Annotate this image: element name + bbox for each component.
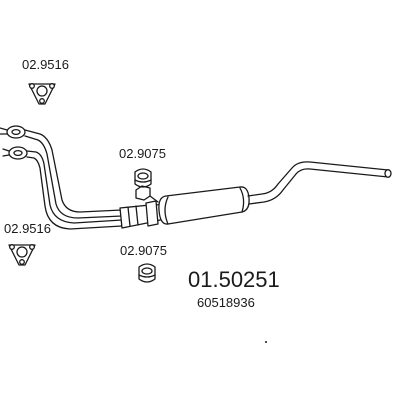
triangular-flange-gasket-icon	[28, 83, 56, 105]
part-number: 01.50251	[188, 267, 280, 292]
pipe-clamp-icon	[138, 263, 156, 283]
clamp-top-label: 02.9075	[119, 146, 166, 161]
inlet-flange-lower	[2, 146, 28, 160]
pipe-clamp-icon	[134, 168, 152, 188]
dot-mark	[265, 341, 267, 343]
clamp-bottom-label: 02.9075	[120, 243, 167, 258]
triangular-flange-gasket-icon	[8, 244, 36, 266]
gasket-bottom-label: 02.9516	[4, 221, 51, 236]
exhaust-pipe-assembly-icon	[0, 125, 392, 230]
inlet-flange-upper	[0, 125, 26, 139]
oe-number: 60518936	[197, 295, 255, 310]
gasket-top-label: 02.9516	[22, 57, 69, 72]
